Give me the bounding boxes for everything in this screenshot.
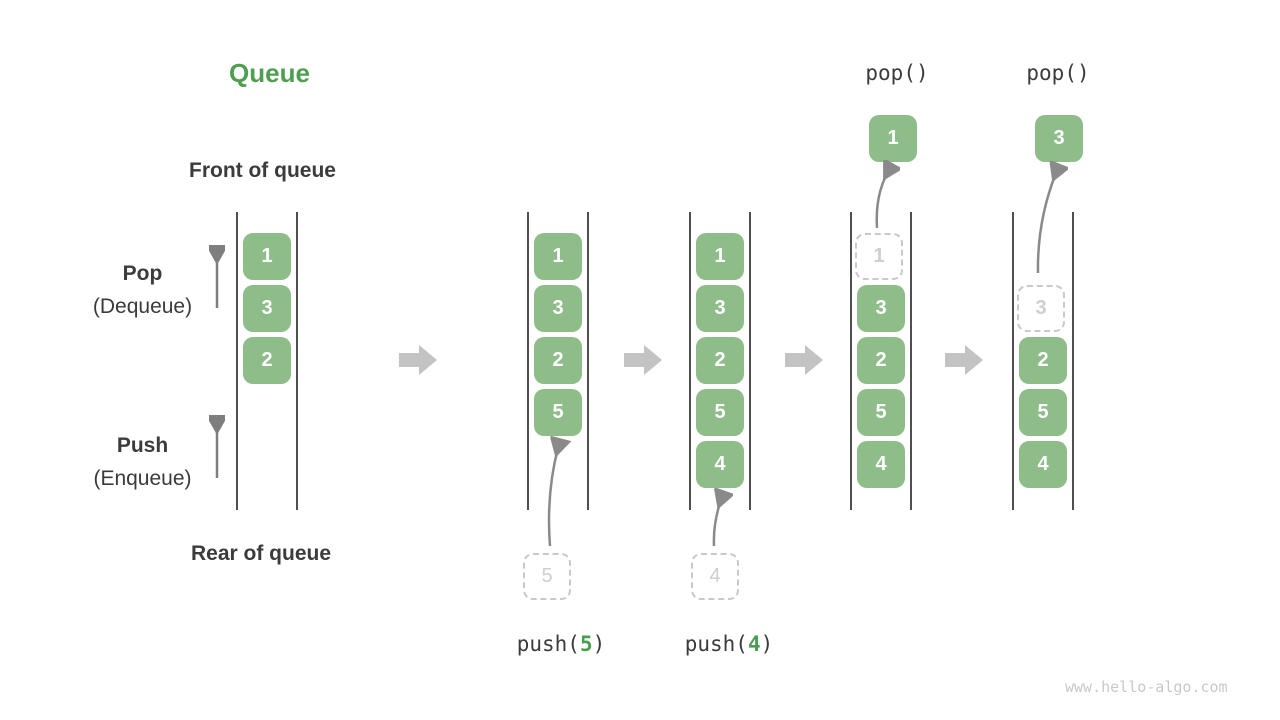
queue-item: 2 [696,337,744,384]
push-call-label: push(5) [505,632,617,656]
pop-call-label: pop() [1026,61,1090,85]
push-call-arg: 5 [579,632,593,656]
queue-item: 1 [696,233,744,280]
queue-rail-left [527,212,529,510]
push-call-label: push(4) [673,632,785,656]
queue-item: 5 [534,389,582,436]
queue-item: 2 [243,337,291,384]
queue-rail-right [749,212,751,510]
queue-item: 5 [1019,389,1067,436]
push-call-prefix: push( [516,632,580,656]
queue-rail-left [1012,212,1014,510]
push-call-suffix: ) [760,632,774,656]
queue-item: 2 [534,337,582,384]
queue-item-ghost: 1 [855,233,903,280]
push-call-arg: 4 [747,632,761,656]
watermark: www.hello-algo.com [1065,678,1228,696]
pop-arrow-icon [1036,161,1068,274]
queue-rail-right [296,212,298,510]
queue-item: 3 [243,285,291,332]
queue-item: 5 [857,389,905,436]
step-arrow-icon [785,345,823,375]
queue-item: 1 [243,233,291,280]
push-arrow-icon [712,488,733,547]
pop-label-group: Pop (Dequeue) [60,258,225,323]
label-rear-of-queue: Rear of queue [191,542,332,565]
queue-item: 5 [696,389,744,436]
pop-result-item: 1 [869,115,917,162]
pop-direction-arrow-icon [209,243,225,308]
queue-state-4: 1 3 2 5 4 [850,212,912,510]
push-call-prefix: push( [684,632,748,656]
pop-arrow-icon [875,160,900,229]
queue-rail-left [850,212,852,510]
step-arrow-icon [399,345,437,375]
queue-item: 4 [696,441,744,488]
queue-state-3: 1 3 2 5 4 [689,212,751,510]
pop-call-label: pop() [865,61,929,85]
queue-rail-right [910,212,912,510]
push-direction-arrow-icon [209,413,225,478]
push-arrow-icon [547,434,572,547]
queue-state-1: 1 3 2 [236,212,298,510]
queue-item: 3 [857,285,905,332]
pop-result-item: 3 [1035,115,1083,162]
queue-rail-left [689,212,691,510]
step-arrow-icon [945,345,983,375]
step-arrow-icon [624,345,662,375]
push-label: Push [116,434,169,457]
queue-state-5: 3 2 5 4 [1012,212,1074,510]
queue-item: 1 [534,233,582,280]
queue-rail-right [587,212,589,510]
queue-rail-left [236,212,238,510]
push-source-item: 4 [691,553,739,600]
page-title: Queue [229,58,310,88]
push-source-item: 5 [523,553,571,600]
queue-item: 4 [857,441,905,488]
queue-item: 3 [696,285,744,332]
push-alias-label: (Enqueue) [93,466,192,490]
queue-item: 3 [534,285,582,332]
push-label-group: Push (Enqueue) [60,430,225,495]
pop-alias-label: (Dequeue) [92,294,193,318]
queue-item: 4 [1019,441,1067,488]
label-front-of-queue: Front of queue [189,159,336,182]
queue-item: 2 [1019,337,1067,384]
queue-item-ghost: 3 [1017,285,1065,332]
pop-label: Pop [122,262,163,285]
queue-item: 2 [857,337,905,384]
queue-state-2: 1 3 2 5 [527,212,589,510]
queue-rail-right [1072,212,1074,510]
push-call-suffix: ) [592,632,606,656]
